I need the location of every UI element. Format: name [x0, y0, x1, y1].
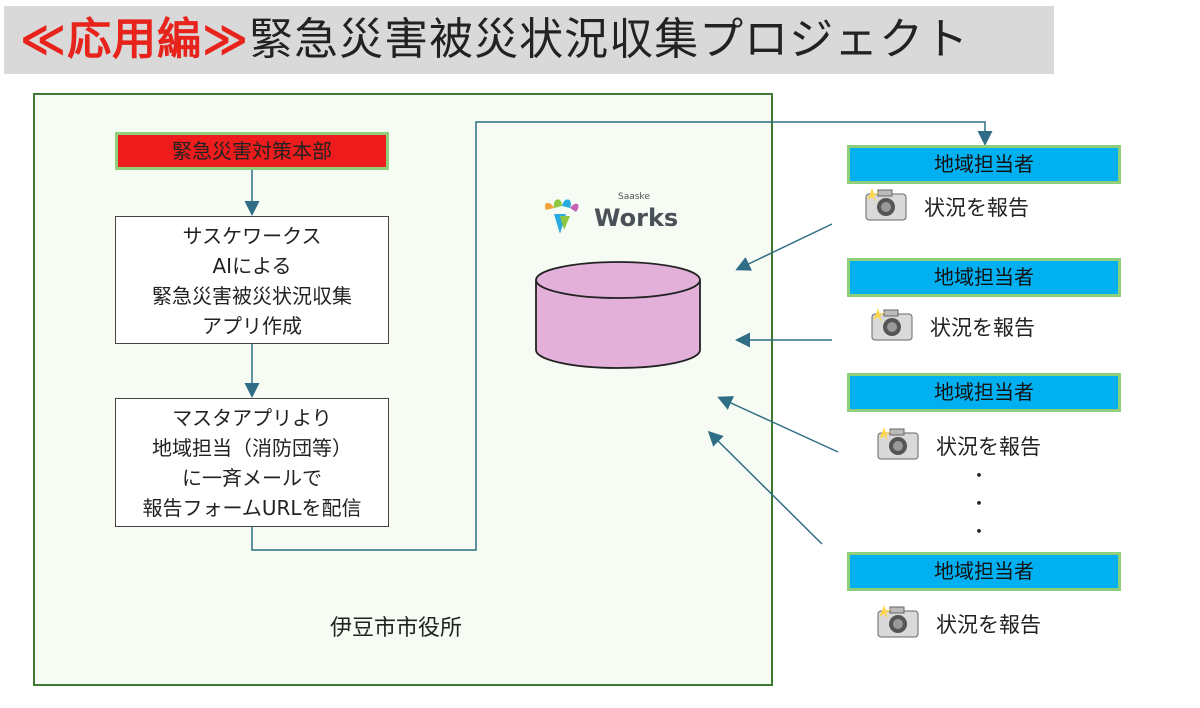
ellipsis-dot: ・	[970, 522, 988, 543]
arrow-mail-to-worker	[251, 121, 993, 551]
page-title: ≪応用編≫緊急災害被災状況収集プロジェクト	[20, 12, 969, 68]
mail-distribution-line: に一斉メールで	[182, 466, 322, 490]
logo-name: Works	[594, 204, 679, 232]
regional-worker-box: 地域担当者	[847, 145, 1121, 184]
mail-distribution-line: マスタアプリより	[172, 406, 332, 430]
mail-distribution-line: 報告フォームURLを配信	[142, 496, 362, 520]
title-accent: ≪応用編≫	[20, 14, 250, 65]
ellipsis-dot: ・	[970, 466, 988, 487]
report-label: 状況を報告	[936, 435, 1041, 459]
hq-box: 緊急災害対策本部	[115, 132, 389, 170]
database-icon	[535, 261, 701, 369]
app-creation-box: サスケワークス AIによる 緊急災害被災状況収集 アプリ作成	[115, 216, 389, 344]
regional-worker-box: 地域担当者	[847, 373, 1121, 412]
app-creation-line: 緊急災害被災状況収集	[152, 284, 352, 308]
regional-worker-box: 地域担当者	[847, 552, 1121, 591]
mail-distribution-line: 地域担当（消防団等）	[152, 436, 352, 460]
app-creation-line: AIによる	[212, 254, 292, 278]
arrow-report-3	[717, 396, 839, 453]
city-office-box	[33, 93, 773, 686]
camera-icon	[871, 308, 913, 341]
report-label: 状況を報告	[936, 613, 1041, 637]
logo-small-text: Saaske	[618, 192, 650, 202]
title-main: 緊急災害被災状況収集プロジェクト	[249, 14, 970, 65]
title-bar: ≪応用編≫緊急災害被災状況収集プロジェクト	[4, 6, 1054, 74]
camera-icon	[865, 188, 907, 221]
camera-icon	[877, 605, 919, 638]
app-creation-line: アプリ作成	[202, 314, 302, 338]
report-label: 状況を報告	[930, 316, 1035, 340]
mail-distribution-box: マスタアプリより 地域担当（消防団等） に一斉メールで 報告フォームURLを配信	[115, 398, 389, 527]
camera-icon	[877, 427, 919, 460]
city-office-label: 伊豆市市役所	[330, 616, 463, 641]
regional-worker-box: 地域担当者	[847, 258, 1121, 297]
report-label: 状況を報告	[924, 196, 1029, 220]
saaske-works-logo-icon	[544, 199, 579, 234]
app-creation-line: サスケワークス	[182, 224, 322, 248]
arrow-report-1	[735, 223, 833, 271]
arrow-report-4	[707, 430, 823, 545]
ellipsis-dot: ・	[970, 494, 988, 515]
